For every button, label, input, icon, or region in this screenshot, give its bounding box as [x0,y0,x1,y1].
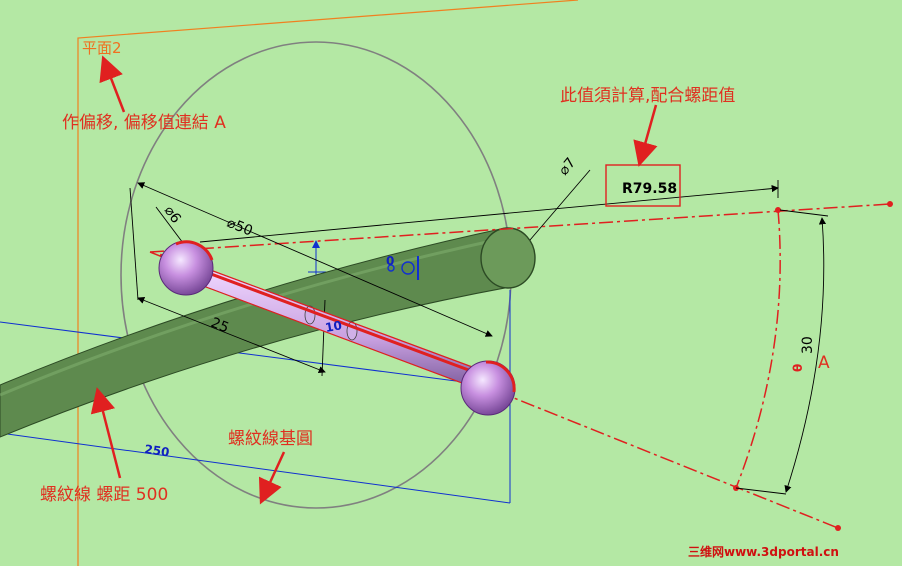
dimension-lines [129,169,829,495]
relation-icon-label: 0 [386,254,394,268]
offset-note: 作偏移, 偏移值連結 A [62,113,226,133]
coincident-relation-icon [387,256,419,280]
dia-ball-dimension[interactable]: ⌀6 [161,203,184,226]
centerline-end-dot [835,525,841,531]
angle-30-dimension[interactable]: 30 [800,336,816,354]
angle-a-label: A [818,353,830,373]
plane-2-label: 平面2 [82,39,122,57]
radius-dimension-text[interactable]: R79.58 [622,181,677,197]
dia-small-dimension[interactable]: ⌀7 [556,155,579,179]
length-dimension[interactable]: 25 [209,315,232,337]
small-10-dimension[interactable]: 10 [324,318,343,335]
red-arrows [90,55,658,505]
radius-dimension-box[interactable] [605,164,681,207]
dia-large-dimension[interactable]: ⌀50 [225,215,255,240]
watermark: 三维网www.3dportal.cn [688,544,839,559]
calc-note: 此值須計算,配合螺距值 [560,86,735,106]
centerline-end-dot [887,201,893,207]
arc-end-dot [775,207,781,213]
helix-pitch-note: 螺紋線 螺距 500 [40,485,168,505]
angle-a-value: θ [791,364,805,372]
base-circle-note: 螺紋線基圓 [228,429,313,449]
blue-250-dimension[interactable]: 250 [144,442,171,459]
